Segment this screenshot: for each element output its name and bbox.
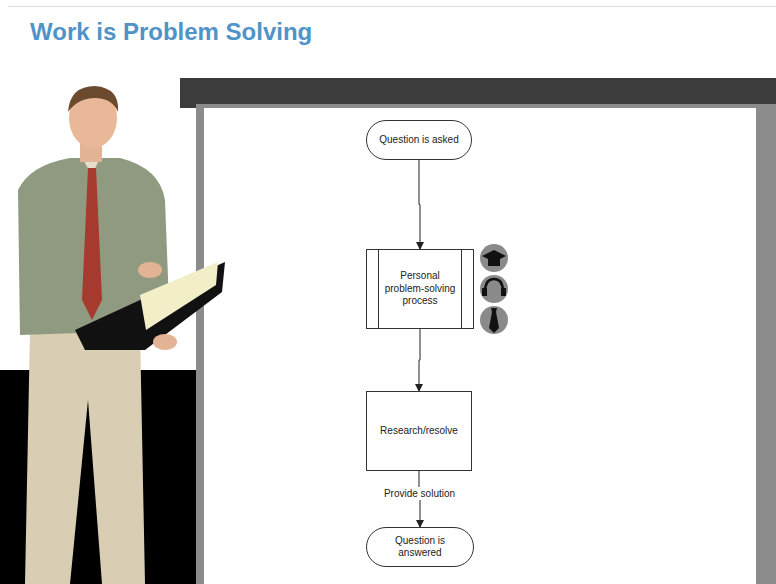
node-label: Question is asked (379, 134, 459, 147)
screen-surface (204, 108, 756, 584)
trousers (25, 330, 145, 584)
node-text-group: Personal problem-solving process (383, 270, 457, 308)
icon-circle (480, 275, 508, 303)
node-text-group: Question is answered (377, 535, 463, 560)
folder (75, 262, 225, 350)
flow-arrow (419, 329, 420, 391)
top-rule (8, 6, 776, 7)
screen-frame (196, 104, 776, 584)
hair (68, 86, 118, 112)
terminal-pill: Question is answered (366, 527, 474, 567)
hand (153, 334, 177, 350)
earpiece (501, 288, 506, 296)
folder-page (140, 262, 218, 330)
node-label: Personal problem-solving process (383, 270, 457, 308)
predefined-process-box: Personal problem-solving process (366, 249, 474, 329)
graduation-cap-icon (480, 244, 508, 272)
process-side-line (378, 250, 379, 328)
necktie-icon (480, 306, 508, 334)
cap-base (488, 259, 500, 266)
headband (485, 279, 503, 292)
screen-top-bar (180, 78, 776, 108)
tie-shape (489, 308, 499, 333)
earpiece (482, 288, 487, 296)
node-text-group: Question is asked (379, 134, 459, 147)
headset-icon (480, 275, 508, 303)
node-label: Question is answered (377, 535, 463, 560)
presenter (18, 86, 225, 584)
node-label: Research/resolve (380, 425, 458, 438)
process-box: Research/resolve (366, 391, 472, 471)
tie (82, 168, 102, 320)
terminal-pill: Question is asked (366, 120, 472, 160)
edge-label: Provide solution (381, 487, 458, 500)
node-text-group: Research/resolve (380, 425, 458, 438)
flow-arrow (419, 160, 420, 249)
process-side-line (461, 250, 462, 328)
slide-title: Work is Problem Solving (30, 18, 312, 46)
icon-circle (480, 306, 508, 334)
icon-circle (480, 244, 508, 272)
hand (138, 262, 162, 278)
